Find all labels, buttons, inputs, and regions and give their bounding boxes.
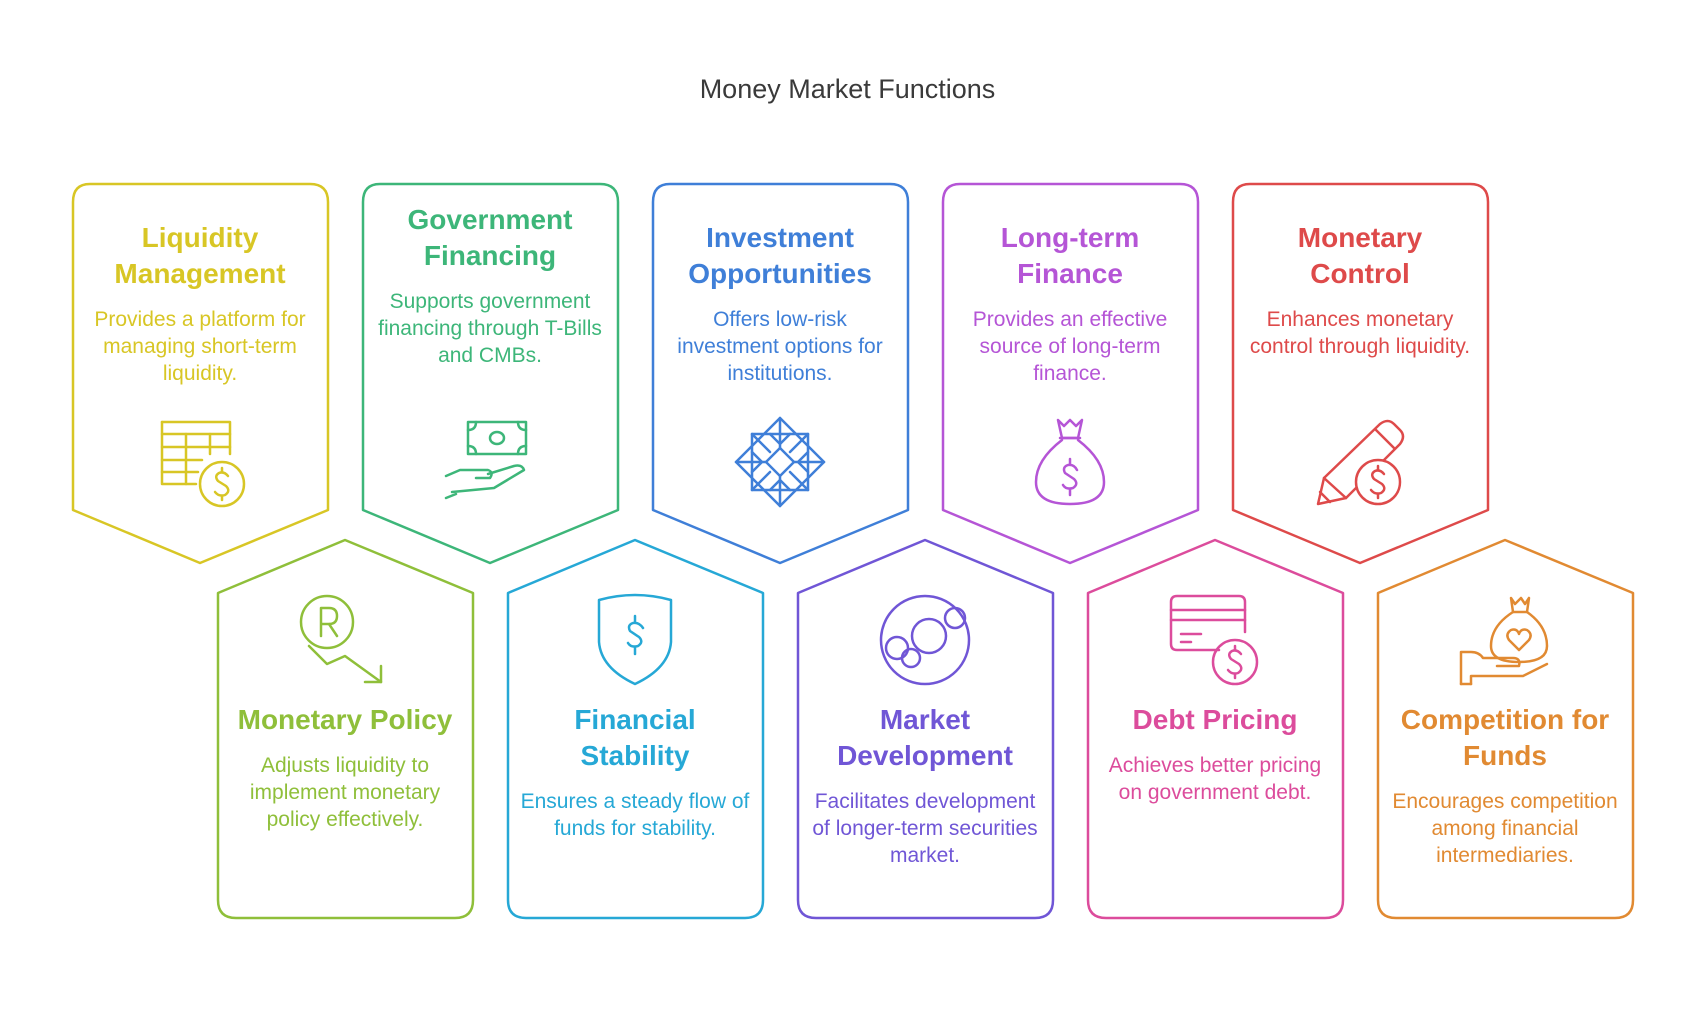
card-shape-investment-opportunities: [651, 182, 910, 565]
card-title: Government Financing: [407, 204, 573, 271]
card-competition-for-funds: Competition for Funds Encourages competi…: [1390, 702, 1620, 869]
card-shape-long-term-finance: [941, 182, 1200, 565]
card-description: Facilitates development of longer-term s…: [812, 790, 1038, 867]
card-shape-liquidity-management: [71, 182, 330, 565]
table-dollar-icon: [160, 420, 246, 508]
card-title: Long-term Finance: [1000, 222, 1140, 289]
card-shape-government-financing: [361, 182, 620, 565]
card-description: Encourages competition among financial i…: [1392, 790, 1618, 867]
page-title: Money Market Functions: [699, 74, 996, 104]
card-title: Monetary Policy: [237, 704, 453, 735]
card-title: Market Development: [837, 704, 1013, 771]
card-description: Achieves better pricing on government de…: [1108, 754, 1322, 804]
card-market-development: Market Development Facilitates developme…: [810, 702, 1040, 869]
card-description: Ensures a steady flow of funds for stabi…: [520, 790, 750, 840]
card-description: Adjusts liquidity to implement monetary …: [249, 754, 441, 831]
card-government-financing: Government Financing Supports government…: [375, 202, 605, 369]
card-shape-market-development: [796, 538, 1055, 920]
card-dollar-icon: [1169, 594, 1259, 686]
rupee-trend-down-icon: [299, 594, 383, 684]
card-description: Provides a platform for managing short-t…: [94, 308, 306, 385]
snowflake-pattern-icon: [734, 416, 826, 508]
money-bag-icon: [1034, 418, 1106, 506]
card-monetary-policy: Monetary Policy Adjusts liquidity to imp…: [230, 702, 460, 833]
card-shape-financial-stability: [506, 538, 765, 920]
card-monetary-control: Monetary Control Enhances monetary contr…: [1245, 220, 1475, 360]
card-shape-monetary-policy: [216, 538, 475, 920]
circles-network-icon: [879, 594, 971, 686]
hand-heart-bag-icon: [1459, 596, 1549, 686]
card-debt-pricing: Debt Pricing Achieves better pricing on …: [1100, 702, 1330, 806]
card-title: Liquidity Management: [114, 222, 286, 289]
card-financial-stability: Financial Stability Ensures a steady flo…: [520, 702, 750, 842]
card-description: Offers low-risk investment options for i…: [677, 308, 883, 385]
card-shape-competition-for-funds: [1376, 538, 1635, 920]
card-investment-opportunities: Investment Opportunities Offers low-risk…: [665, 220, 895, 387]
card-shape-monetary-control: [1231, 182, 1490, 565]
card-title: Debt Pricing: [1132, 704, 1298, 735]
card-title: Investment Opportunities: [688, 222, 872, 289]
pencil-dollar-icon: [1316, 419, 1405, 506]
card-liquidity-management: Liquidity Management Provides a platform…: [85, 220, 315, 387]
card-description: Enhances monetary control through liquid…: [1249, 308, 1471, 358]
card-description: Provides an effective source of long-ter…: [972, 308, 1168, 385]
card-title: Competition for Funds: [1400, 704, 1610, 771]
card-description: Supports government financing through T-…: [378, 290, 602, 367]
card-title: Monetary Control: [1297, 222, 1423, 289]
card-title: Financial Stability: [574, 704, 696, 771]
hand-banknote-icon: [444, 420, 528, 500]
card-shape-debt-pricing: [1086, 538, 1345, 920]
card-long-term-finance: Long-term Finance Provides an effective …: [955, 220, 1185, 387]
shield-dollar-icon: [597, 593, 673, 686]
